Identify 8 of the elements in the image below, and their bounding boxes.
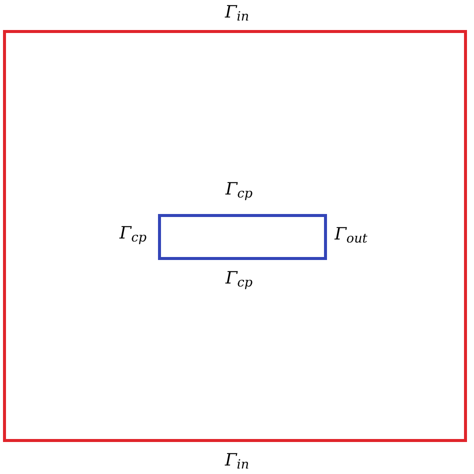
boundary-label: Γ$_{out}$ xyxy=(334,226,368,244)
boundary-label: Γ$_{in}$ xyxy=(224,452,250,470)
boundary-label: Γ$_{cp}$ xyxy=(225,270,253,288)
obstacle-boundary xyxy=(158,214,327,260)
boundary-label: Γ$_{cp}$ xyxy=(119,226,147,242)
domain-boundary xyxy=(3,30,467,442)
boundary-label: Γ$_{cp}$ xyxy=(225,182,253,198)
boundary-label: Γ$_{in}$ xyxy=(224,4,250,22)
